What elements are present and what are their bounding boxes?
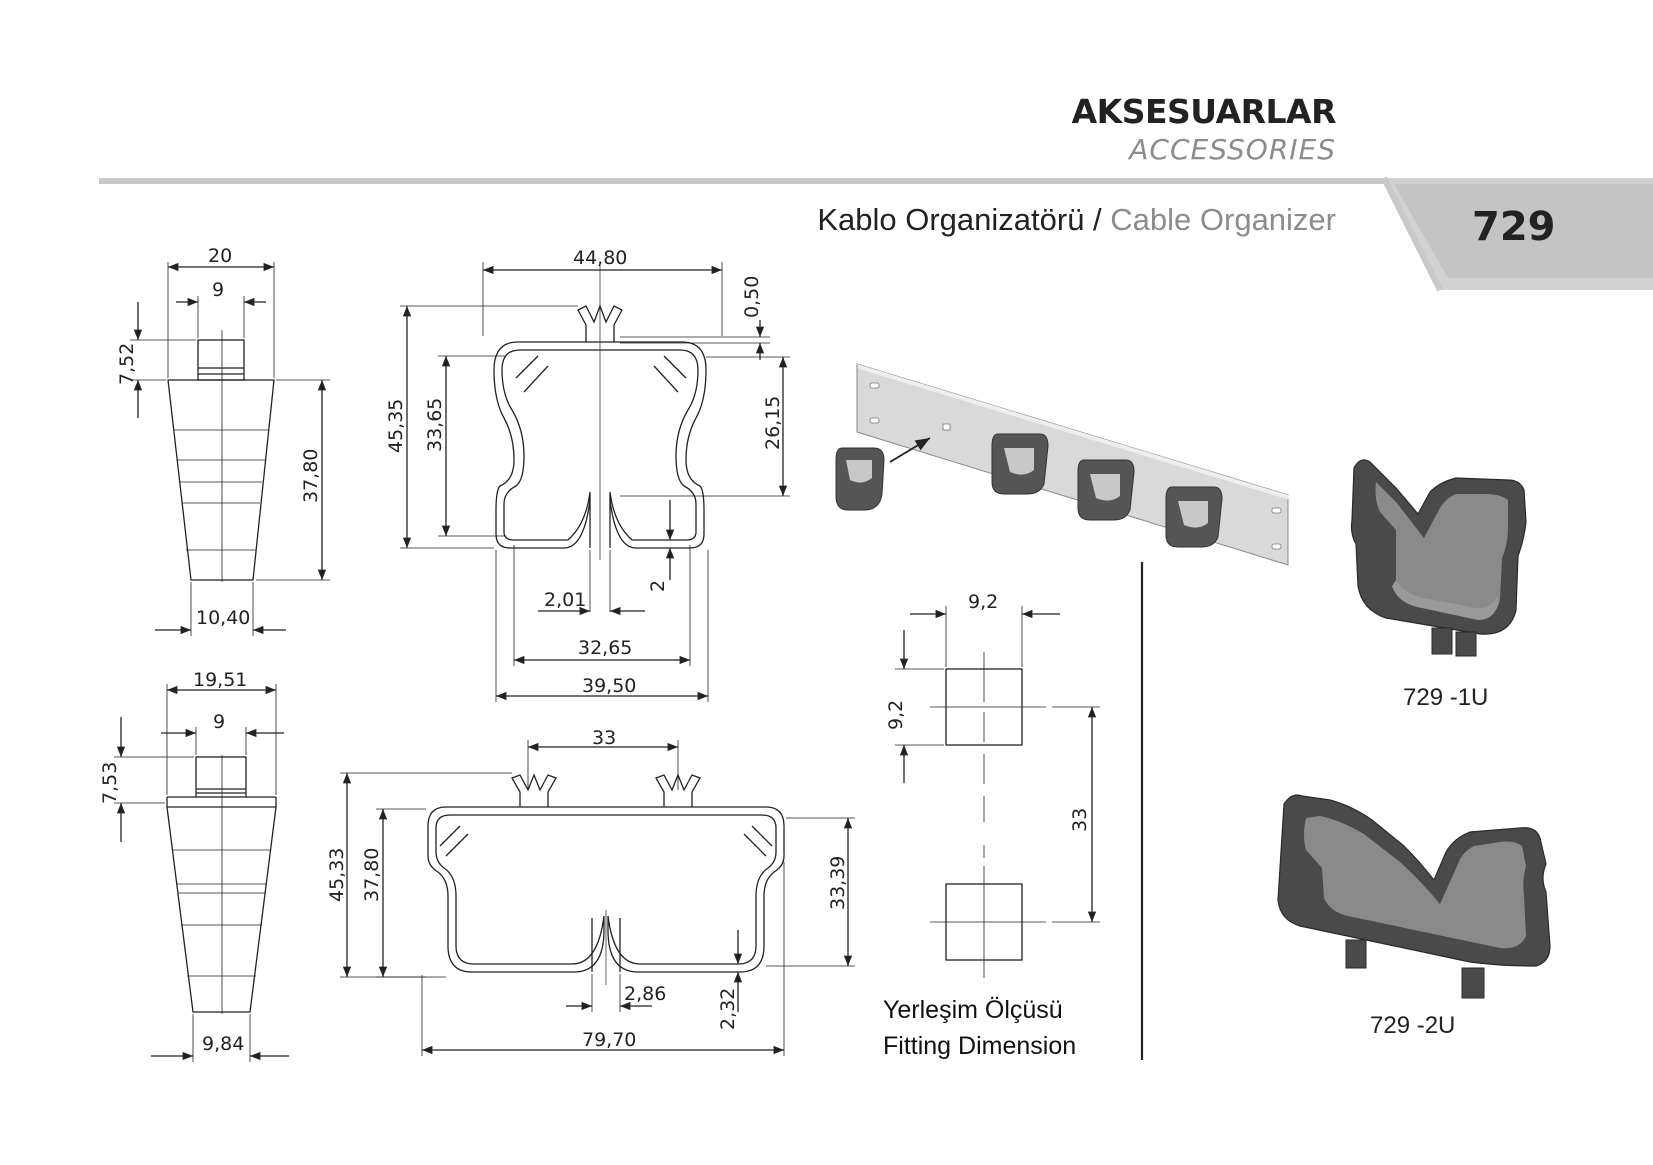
- fitting-label-tr: Yerleşim Ölçüsü: [883, 996, 1063, 1024]
- code-tab: [1381, 176, 1653, 292]
- dim-front1-lip: 2: [647, 580, 669, 592]
- product-code: 729: [1472, 204, 1556, 250]
- dim-front1-outer-w: 39,50: [582, 675, 636, 697]
- dim-side2-bottom: 9,84: [202, 1033, 244, 1055]
- dim-front2-lip: 2,32: [717, 988, 739, 1030]
- dim-front2-h-inner: 37,80: [361, 848, 383, 902]
- fitting-dimension-label: Yerleşim Ölçüsü Fitting Dimension: [883, 992, 1076, 1064]
- side-view-1: [130, 262, 330, 636]
- dim-fit-pitch: 33: [1069, 808, 1091, 832]
- product-separator: /: [1084, 202, 1111, 237]
- dim-fit-h: 9,2: [885, 700, 907, 730]
- dim-side1-inner: 9: [212, 279, 224, 301]
- product-name: Kablo Organizatörü / Cable Organizer: [817, 202, 1336, 238]
- dim-side2-head: 7,53: [99, 762, 121, 804]
- dim-front1-clip: 0,50: [741, 276, 763, 318]
- side-view-2: [114, 684, 289, 1062]
- dim-side1-height: 37,80: [300, 449, 322, 503]
- dim-front2-h-total: 45,33: [326, 848, 348, 902]
- dim-front2-clip-pitch: 33: [592, 727, 616, 749]
- variant-2u-label: 729 -2U: [1370, 1012, 1456, 1039]
- page-title: AKSESUARLAR: [1071, 92, 1337, 131]
- fitting-label-en: Fitting Dimension: [883, 1032, 1077, 1060]
- panel-illustration: [835, 363, 1290, 566]
- dim-side1-top: 20: [208, 245, 232, 267]
- dim-side1-bottom: 10,40: [196, 607, 250, 629]
- dim-front1-h-inner: 33,65: [424, 398, 446, 452]
- dim-front1-h-right: 26,15: [762, 396, 784, 450]
- fitting-dimension-drawing: [895, 606, 1100, 978]
- dim-fit-w: 9,2: [968, 591, 998, 613]
- variant-1u-label: 729 -1U: [1403, 684, 1489, 711]
- product-name-en: Cable Organizer: [1110, 202, 1336, 237]
- dim-side2-top: 19,51: [193, 669, 247, 691]
- dim-side1-head: 7,52: [116, 343, 138, 385]
- variant-2u-illustration: [1277, 794, 1551, 999]
- dim-side2-inner: 9: [213, 711, 225, 733]
- dim-front1-gap: 2,01: [544, 589, 586, 611]
- dim-front2-gap: 2,86: [624, 983, 666, 1005]
- dim-front2-width: 79,70: [582, 1029, 636, 1051]
- dim-front2-h-right: 33,39: [827, 856, 849, 910]
- page-subtitle: ACCESSORIES: [1129, 133, 1336, 166]
- front-view-2: [340, 740, 855, 1056]
- dim-front1-width: 44,80: [573, 247, 627, 269]
- variant-1u-illustration: [1350, 459, 1527, 657]
- dim-front1-inner-w: 32,65: [578, 637, 632, 659]
- header-rule: [99, 178, 1384, 184]
- product-name-tr: Kablo Organizatörü: [817, 202, 1085, 237]
- dim-front1-h-total: 45,35: [385, 399, 407, 453]
- front-view-1: [400, 262, 790, 702]
